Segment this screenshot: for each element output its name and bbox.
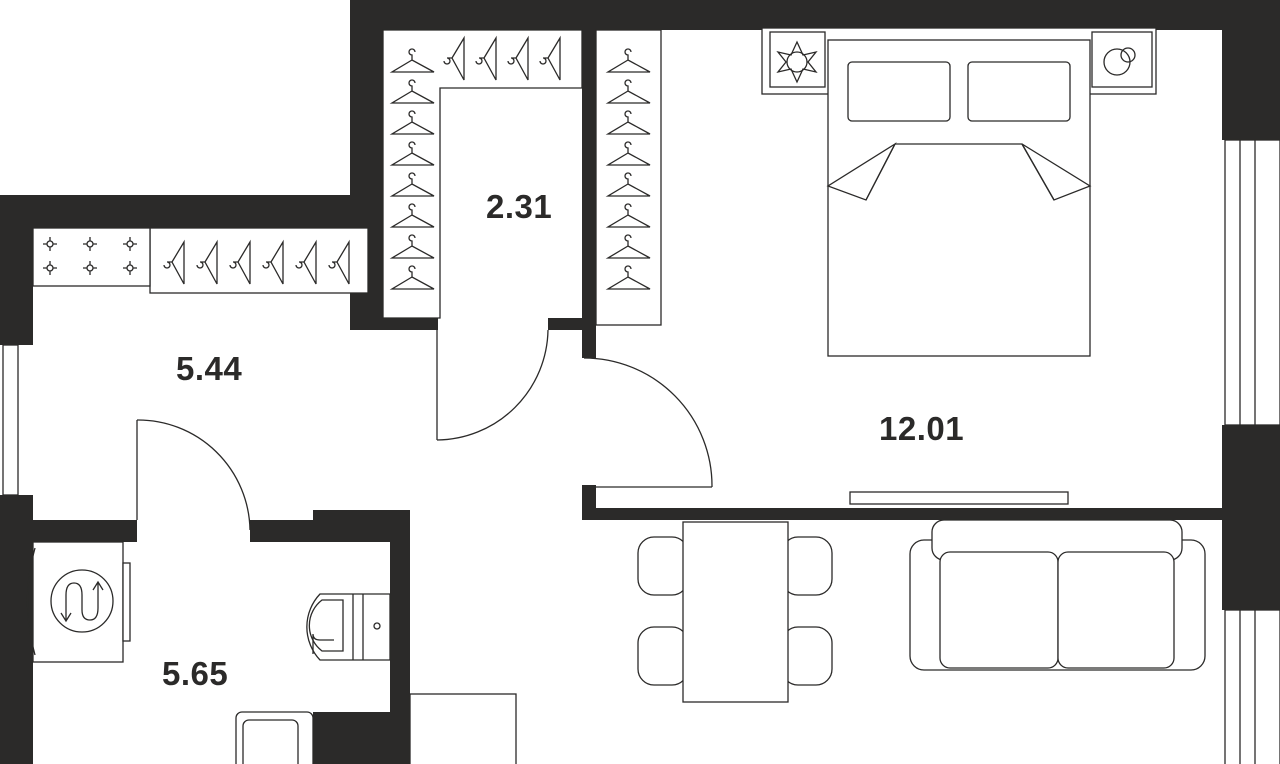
burner-icon — [123, 237, 137, 251]
hanger-icon — [605, 203, 651, 228]
hanger-icon — [605, 141, 651, 166]
tv-stand — [849, 491, 1069, 505]
bed — [761, 27, 1157, 357]
hanger-icon — [605, 48, 651, 73]
hanger-icon — [389, 265, 435, 290]
hanger-icon — [475, 35, 497, 81]
hanger-icon — [507, 35, 529, 81]
burner-icon — [83, 237, 97, 251]
hanger-icon — [196, 239, 218, 285]
hanger-icon — [605, 265, 651, 290]
cooktop — [32, 227, 151, 287]
room-area-bathroom: 5.65 — [162, 655, 229, 692]
hanger-icon — [389, 234, 435, 259]
hanger-icon — [389, 110, 435, 135]
hanger-icon — [539, 35, 561, 81]
hanger-icon — [389, 172, 435, 197]
hanger-icon — [229, 239, 251, 285]
room-area-hallway: 5.44 — [176, 350, 243, 387]
room-area-bedroom: 12.01 — [879, 410, 965, 447]
hanger-icon — [605, 172, 651, 197]
hanger-icon — [443, 35, 465, 81]
doors — [136, 329, 713, 531]
hanger-icon — [389, 141, 435, 166]
burner-icon — [83, 261, 97, 275]
windows — [2, 139, 1280, 764]
hanger-icon — [295, 239, 317, 285]
room-area-wardrobe: 2.31 — [486, 188, 553, 225]
hanger-icon — [389, 48, 435, 73]
bathroom-fixtures — [26, 541, 517, 764]
dining-table — [637, 521, 833, 703]
burner-icon — [43, 261, 57, 275]
hanger-icon — [389, 203, 435, 228]
hanger-icon — [262, 239, 284, 285]
hanger-icon — [389, 79, 435, 104]
hanger-icon — [605, 234, 651, 259]
burner-icon — [43, 237, 57, 251]
wardrobes — [149, 29, 662, 326]
sofa — [909, 519, 1206, 671]
hanger-icon — [605, 110, 651, 135]
hanger-icon — [163, 239, 185, 285]
hanger-icon — [328, 239, 350, 285]
burner-icon — [123, 261, 137, 275]
hanger-icon — [605, 79, 651, 104]
